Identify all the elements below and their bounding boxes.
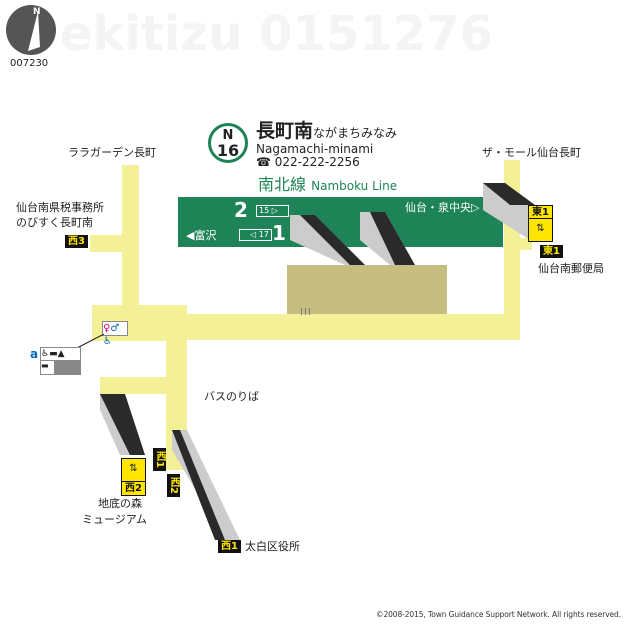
exit-west-3[interactable]: 西3	[65, 235, 88, 248]
label-museum-2: ミュージアム	[82, 513, 148, 526]
track-band	[178, 197, 503, 247]
baby-room-icon: ▬	[41, 361, 54, 374]
leader-line	[74, 334, 105, 350]
exit-west-1[interactable]: 西1	[218, 540, 241, 553]
label-nobisuku: のびすく長町南	[16, 216, 93, 229]
copyright: ©2008-2015, Town Guidance Support Networ…	[376, 610, 621, 619]
restroom-icon: ♀♂♿	[102, 321, 128, 347]
station-number-badge: N 16	[208, 123, 248, 163]
station-name-en: Nagamachi-minami	[256, 142, 374, 156]
label-tax-office: 仙台南県税事務所	[16, 201, 104, 214]
direction-north: 仙台・泉中央▷	[405, 201, 480, 214]
platform-1-car: ◁ 17	[239, 229, 272, 241]
label-ward-office: 太白区役所	[245, 540, 300, 553]
platform-2-number: 2	[234, 198, 248, 222]
exit-west-2[interactable]: 西2	[121, 481, 146, 496]
compass: N	[6, 5, 56, 55]
line-code: N	[222, 128, 234, 143]
label-the-mall: ザ・モール仙台長町	[482, 146, 581, 159]
platform-1-number: 1	[272, 221, 286, 245]
label-post-office: 仙台南郵便局	[538, 262, 604, 275]
accessibility-icons: ♿▬▲	[41, 348, 80, 360]
label-museum: 地底の森	[98, 497, 142, 510]
label-lalagarden: ララガーデン長町	[68, 146, 156, 159]
exit-east-1-label[interactable]: 東1	[540, 245, 563, 258]
platform	[287, 265, 447, 314]
station-number: 16	[216, 141, 240, 160]
facility-a-label: a	[30, 347, 39, 361]
compass-label: N	[33, 7, 41, 17]
elevator-icon: ⇅	[121, 458, 146, 482]
direction-south: ◀富沢	[186, 229, 217, 242]
exit-west-1-sign[interactable]: 西1	[153, 448, 166, 471]
line-name: 南北線 Namboku Line	[258, 175, 398, 194]
platform-2-car: 15 ▷	[256, 205, 289, 217]
label-bus-stop: バスのりば	[204, 390, 259, 403]
map-id: 007230	[10, 58, 49, 69]
elevator-icon: ⇅	[528, 218, 553, 242]
station-name: 長町南ながまちみなみ	[256, 120, 398, 142]
north-arrow-icon	[28, 11, 40, 51]
facility-icons: ♿▬▲ ▬	[40, 347, 81, 375]
watermark: ekitizu 0151276	[60, 6, 493, 62]
exit-west-2-sign[interactable]: 西2	[167, 474, 180, 497]
ticket-gate-icon: III	[300, 307, 312, 318]
station-phone: ☎ 022-222-2256	[256, 155, 360, 169]
